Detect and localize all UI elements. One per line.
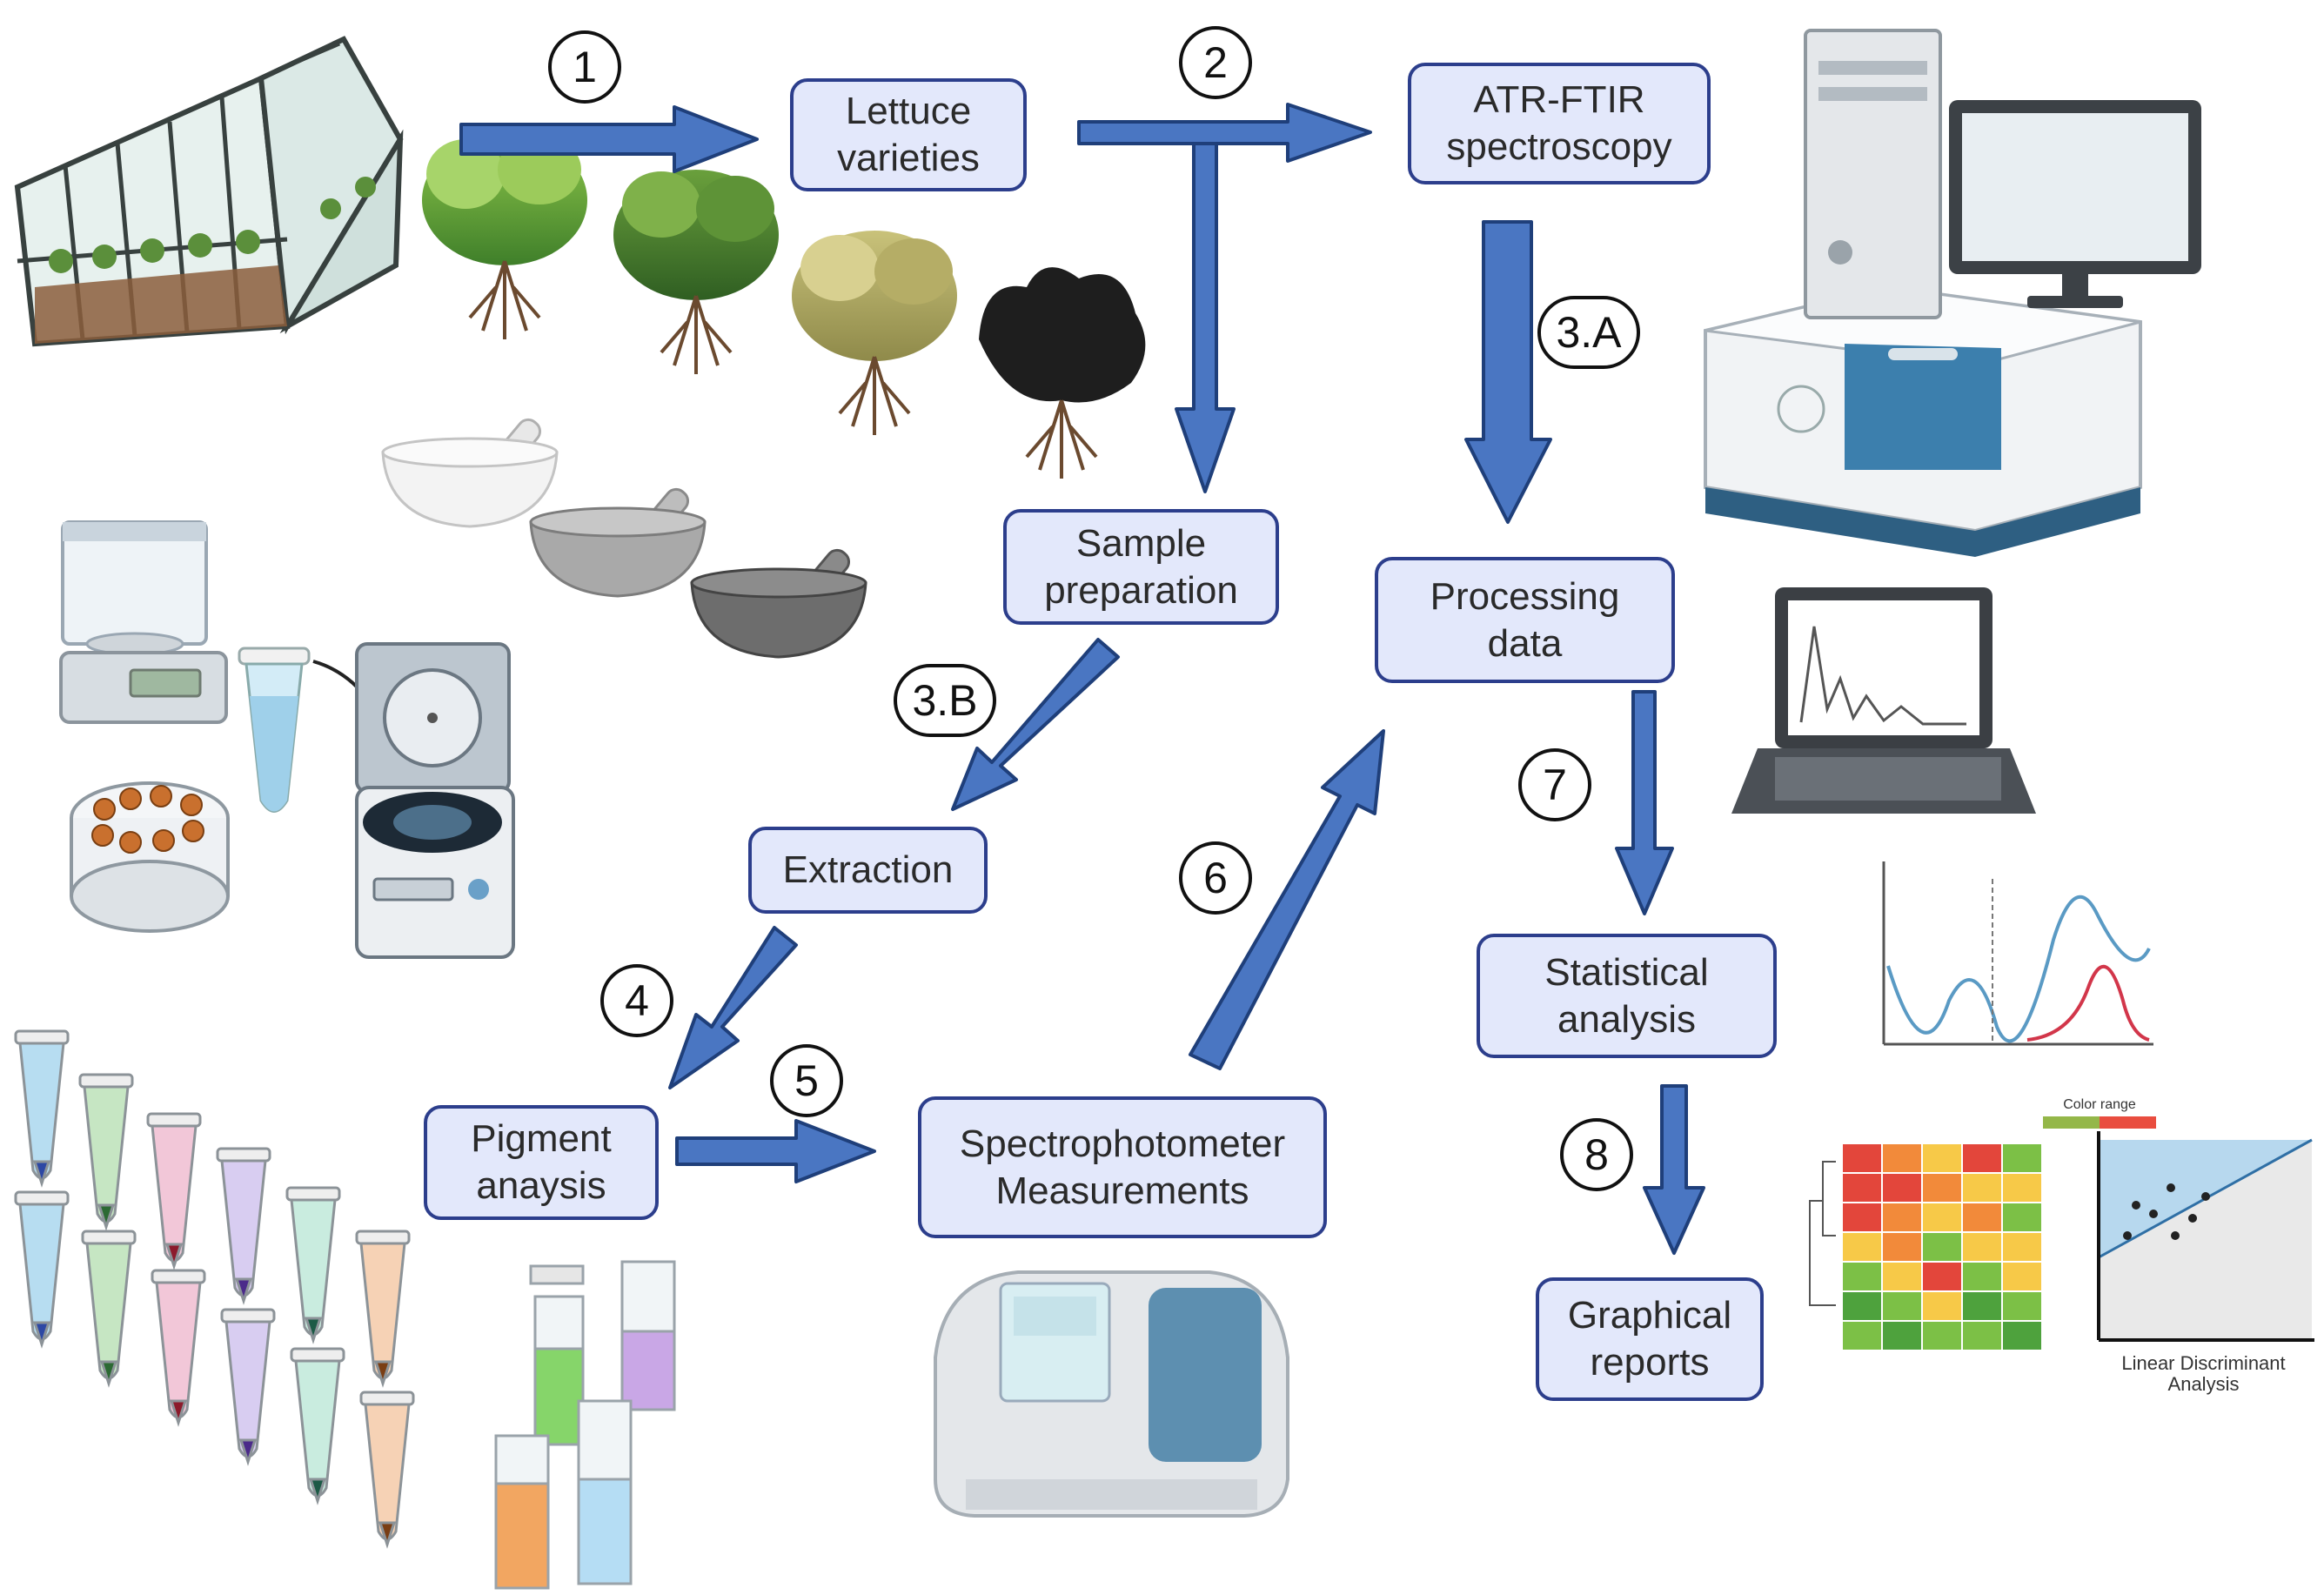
- arrow-8: [1643, 1084, 1705, 1255]
- analytical-balance-icon: [59, 520, 228, 724]
- box-line: Measurements: [995, 1169, 1249, 1212]
- centrifuge-icon: [355, 642, 515, 959]
- box-line: preparation: [1044, 568, 1238, 612]
- box-line: reports: [1590, 1341, 1710, 1384]
- arrow-4: [668, 926, 798, 1089]
- step-5-badge: 5: [770, 1044, 843, 1117]
- box-line: Sample: [1075, 521, 1207, 565]
- step-3a-badge: 3.A: [1537, 296, 1640, 369]
- heatmap-icon: [1809, 1116, 2156, 1350]
- arrow-2: [1077, 103, 1372, 163]
- arrow-3b: [951, 638, 1120, 811]
- desktop-computer-icon: [1804, 29, 2201, 319]
- lettuce-plant-icon: [422, 135, 1146, 479]
- arrow-3a: [1464, 220, 1552, 524]
- box-line: analysis: [1557, 997, 1696, 1041]
- box-lettuce-varieties: Lettuce varieties: [790, 78, 1027, 191]
- step-4-badge: 4: [600, 964, 673, 1037]
- step-2-badge: 2: [1179, 26, 1252, 99]
- greenhouse-icon: [14, 36, 404, 347]
- lda-caption-line: Analysis: [2167, 1373, 2240, 1395]
- box-line: Lettuce: [845, 90, 972, 132]
- cuvette-icon: [494, 1260, 676, 1590]
- tube-rack-icon: [70, 781, 230, 933]
- step-3b-badge: 3.B: [894, 664, 996, 737]
- box-line: Extraction: [782, 848, 954, 891]
- step-1-badge: 1: [548, 30, 621, 104]
- step-6-badge: 6: [1179, 841, 1252, 915]
- box-line: data: [1487, 621, 1563, 665]
- step-7-badge: 7: [1518, 748, 1591, 821]
- arrow-1: [459, 105, 759, 173]
- box-line: Statistical: [1544, 950, 1709, 994]
- box-line: Processing: [1430, 574, 1620, 618]
- lda-caption: Linear Discriminant Analysis: [2088, 1353, 2319, 1395]
- mortar-pestle-icon: [381, 418, 867, 659]
- step-8-badge: 8: [1560, 1118, 1633, 1191]
- lda-caption-line: Linear Discriminant: [2121, 1352, 2286, 1374]
- pigment-tubes-icon: [14, 1029, 415, 1549]
- distribution-curve-icon: [1882, 861, 2153, 1046]
- box-extraction: Extraction: [748, 827, 988, 914]
- box-line: varieties: [837, 137, 980, 179]
- box-line: ATR-FTIR: [1473, 78, 1645, 121]
- box-line: anaysis: [476, 1164, 606, 1207]
- arrow-5: [675, 1119, 876, 1183]
- arrow-6: [1189, 729, 1385, 1070]
- uv-vis-spectrophotometer-icon: [934, 1270, 1289, 1518]
- arrow-7: [1615, 690, 1674, 915]
- lda-plot-icon: [2097, 1131, 2314, 1342]
- laptop-spectrum-icon: [1731, 587, 2036, 814]
- box-line: Pigment: [471, 1117, 612, 1160]
- box-line: spectroscopy: [1446, 125, 1672, 168]
- ftir-spectrometer-icon: [1704, 285, 2142, 557]
- arrow-2-down: [1175, 142, 1236, 493]
- heatmap-legend-label: Color range: [2063, 1097, 2136, 1112]
- box-line: Graphical: [1567, 1294, 1732, 1337]
- box-line: Spectrophotometer: [959, 1122, 1286, 1165]
